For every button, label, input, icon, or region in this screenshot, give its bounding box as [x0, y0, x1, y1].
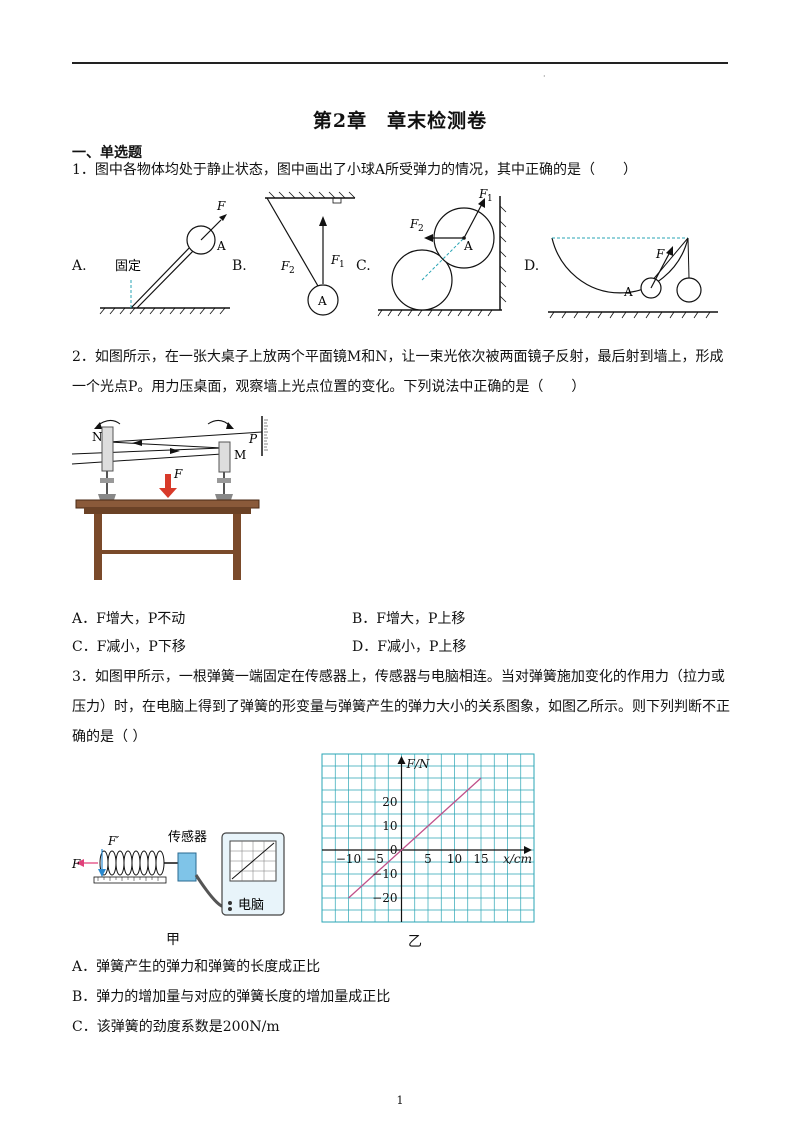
y-axis-label: F/N — [406, 757, 430, 771]
y-tick-label: −20 — [372, 891, 397, 905]
q1-option-b: B. — [232, 258, 247, 274]
q1b-ball-label: A — [317, 294, 327, 308]
q1-option-d: D. — [524, 258, 540, 274]
series-line — [348, 777, 482, 899]
x-axis-label: x/cm — [503, 852, 532, 866]
q1-figure-a: F A 固定 — [99, 199, 230, 315]
q1-stem: 1．图中各物体均处于静止状态，图中画出了小球A所受弹力的情况，其中正确的是（ ） — [72, 162, 638, 178]
y-tick-label: −10 — [372, 867, 397, 881]
q1-figure-d: F A — [548, 237, 718, 319]
q1c-f2-label: F — [409, 217, 419, 231]
y-axis-arrow — [397, 756, 406, 764]
q3-figure-yi-caption: 乙 — [408, 934, 422, 950]
header-dot: · — [543, 72, 546, 81]
x-tick-label: 10 — [447, 852, 462, 866]
q2-force-label: F — [173, 467, 183, 481]
x-tick-label: 5 — [424, 852, 432, 866]
x-tick-label: −10 — [336, 852, 361, 866]
q2-spot-p-label: P — [248, 432, 258, 446]
q1c-f1-label: F — [478, 187, 488, 201]
x-tick-label: 15 — [473, 852, 488, 866]
q1b-f2-label: F — [280, 259, 290, 273]
q1a-force-label: F — [216, 199, 226, 213]
q3-force-label: F — [71, 857, 81, 871]
header-rule — [72, 62, 728, 64]
q2-option-b: B．F增大，P上移 — [352, 611, 466, 627]
q1-option-c: C. — [356, 258, 371, 274]
q1c-f2-sub: 2 — [418, 224, 424, 234]
q3-force-prime-label: F′ — [107, 834, 119, 848]
q1a-fixed-label: 固定 — [115, 259, 141, 274]
q3-stem: 3．如图甲所示，一根弹簧一端固定在传感器上，传感器与电脑相连。当对弹簧施加变化的… — [72, 669, 730, 745]
q1-figure-b: A F 1 F 2 — [265, 191, 356, 316]
q1b-f2-sub: 2 — [289, 266, 295, 276]
q2-option-a: A．F增大，P不动 — [72, 611, 186, 627]
y-tick-label: 20 — [382, 795, 397, 809]
q3-figure-jia: F F′ 传感器 电脑 — [71, 829, 285, 916]
q2-option-d: D．F减小，P上移 — [352, 639, 467, 655]
page-title: 第2章 章末检测卷 — [312, 110, 488, 132]
section-heading: 一、单选题 — [72, 145, 142, 161]
q1a-ball-label: A — [216, 239, 226, 253]
q2-mirror-m-label: M — [234, 448, 246, 462]
q1d-ball-label: A — [623, 285, 633, 299]
q1b-f1-label: F — [330, 253, 340, 267]
q3-figure-jia-caption: 甲 — [166, 932, 180, 948]
q1c-f1-sub: 1 — [487, 194, 493, 204]
q2-option-c: C．F减小，P下移 — [72, 639, 186, 655]
q1-figure-c: A F 1 F 2 — [377, 187, 507, 317]
q2-figure: N M P F — [71, 416, 268, 580]
q1b-f1-sub: 1 — [339, 260, 345, 270]
x-tick-label: −5 — [366, 852, 384, 866]
q1c-ball-label: A — [463, 239, 473, 253]
q2-stem: 2．如图所示，在一张大桌子上放两个平面镜M和N，让一束光依次被两面镜子反射，最后… — [72, 349, 724, 395]
x-axis-arrow — [524, 846, 532, 854]
q2-mirror-n-label: N — [92, 430, 103, 444]
page-number: 1 — [396, 1094, 404, 1107]
q1d-force-label: F — [655, 247, 665, 261]
q3-option-c: C．该弹簧的劲度系数是200N/m — [72, 1019, 280, 1035]
y-tick-label: 0 — [390, 843, 398, 857]
y-tick-label: 10 — [382, 819, 397, 833]
q3-sensor-label: 传感器 — [168, 829, 207, 845]
q3-option-b: B．弹力的增加量与对应的弹簧长度的增加量成正比 — [72, 989, 391, 1005]
q3-option-a: A．弹簧产生的弹力和弹簧的长度成正比 — [72, 959, 321, 975]
q1-option-a: A. — [72, 258, 87, 274]
q3-computer-label: 电脑 — [238, 898, 264, 913]
